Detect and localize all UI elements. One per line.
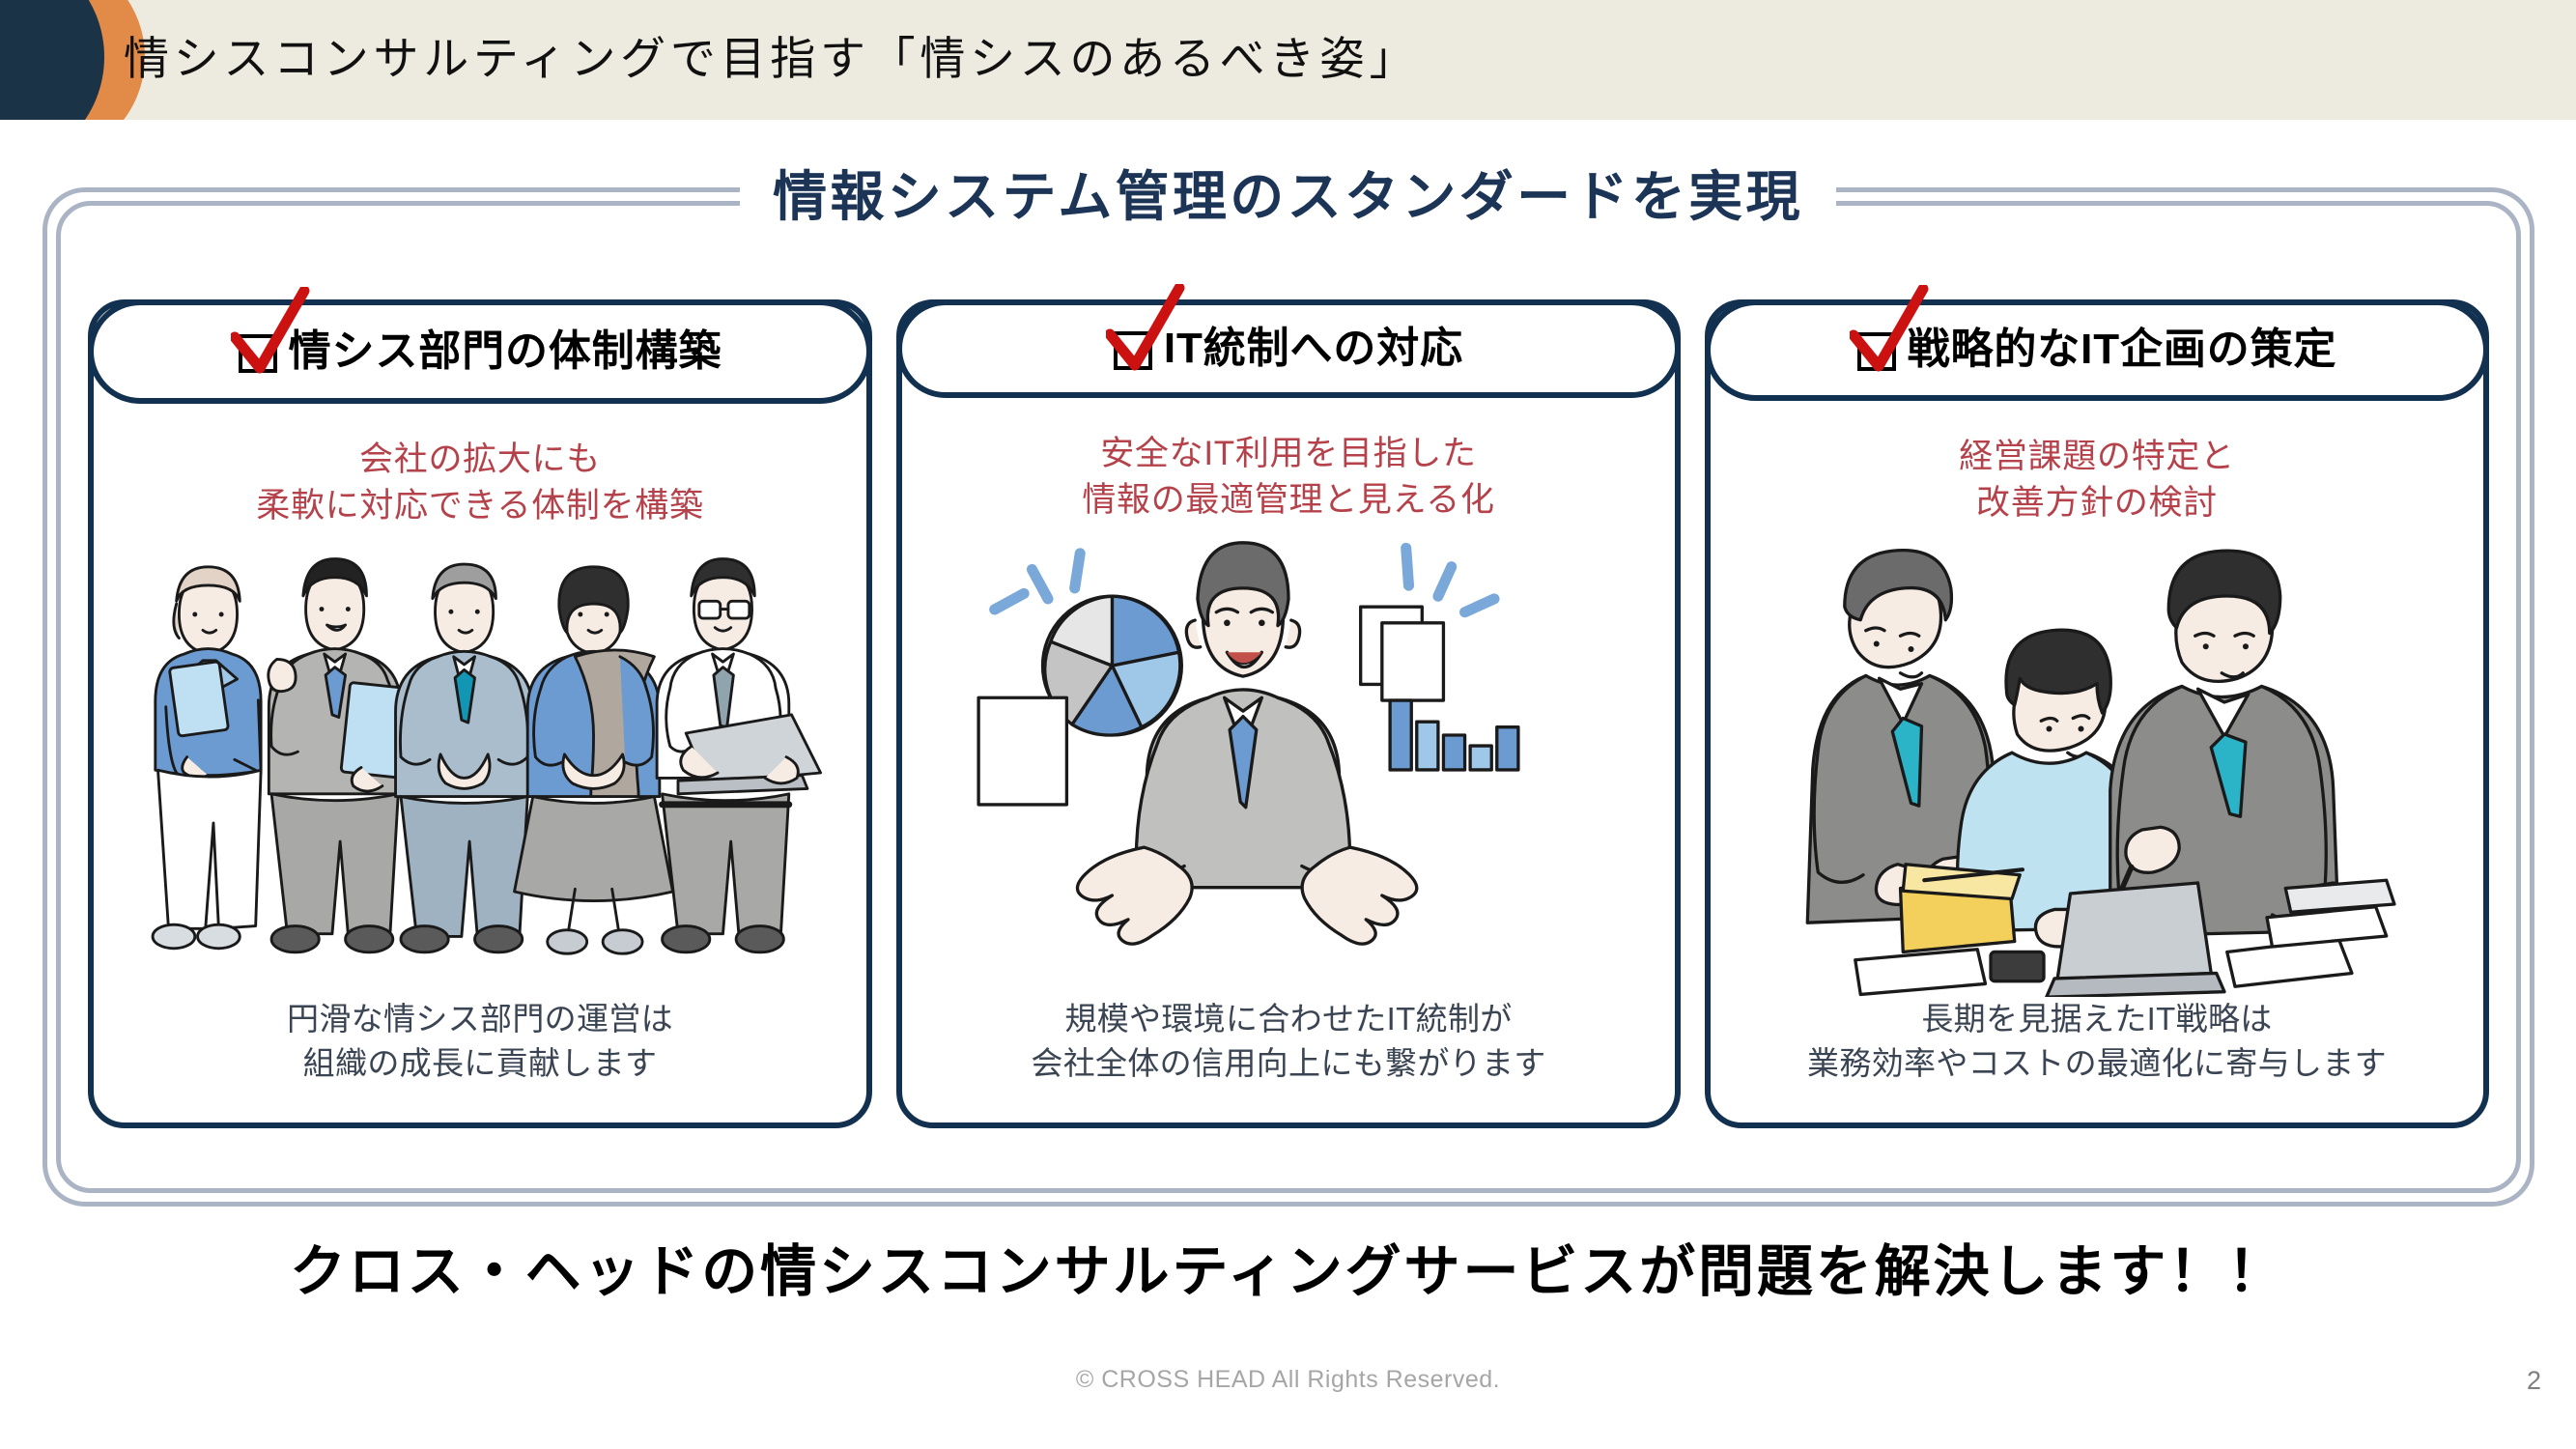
card-note-line: 業務効率やコストの最適化に寄与します: [1807, 1045, 2387, 1081]
page-title: 情報システム管理のスタンダードを実現: [740, 162, 1836, 232]
checkbox-unchecked-icon: [1113, 330, 1152, 370]
card-highlight-line: 柔軟に対応できる体制を構築: [256, 486, 704, 525]
card-title: 戦略的なIT企画の策定: [1907, 326, 2337, 374]
main-title-container: 情報システム管理のスタンダードを実現: [0, 162, 2576, 232]
card-title: IT統制への対応: [1163, 324, 1464, 372]
card-highlight-line: 経営課題の特定と: [1959, 437, 2235, 475]
card-note-line: 会社全体の信用向上にも繋がります: [1031, 1045, 1546, 1081]
card-highlight-text: 会社の拡大にも 柔軟に対応できる体制を構築: [94, 437, 866, 529]
card-note-line: 円滑な情シス部門の運営は: [287, 1001, 673, 1037]
checkbox-unchecked-icon: [1856, 332, 1896, 372]
card-header: IT統制への対応: [896, 283, 1681, 398]
card-note: 規模や環境に合わせたIT統制が 会社全体の信用向上にも繋がります: [902, 997, 1675, 1122]
page-number: 2: [2526, 1366, 2541, 1395]
footer-copyright: © CROSS HEAD All Rights Reserved.: [1075, 1366, 1501, 1393]
card-highlight-line: 会社の拡大にも: [359, 440, 601, 478]
card-organization-building[interactable]: 情シス部門の体制構築 会社の拡大にも 柔軟に対応できる体制を構築: [88, 286, 872, 1128]
header-title: 情シスコンサルティングで目指す「情シスのあるべき姿」: [124, 33, 1420, 84]
card-header: 情シス部門の体制構築: [88, 286, 872, 404]
card-highlight-text: 経営課題の特定と 改善方針の検討: [1711, 434, 2483, 526]
card-note-line: 組織の成長に貢献します: [302, 1045, 658, 1081]
card-title: 情シス部門の体制構築: [288, 327, 722, 375]
header-band: [0, 0, 2576, 120]
header-navy-circle-decor: [0, 0, 104, 120]
card-highlight-line: 安全なIT利用を目指した: [1100, 434, 1477, 472]
card-highlight-text: 安全なIT利用を目指した 情報の最適管理と見える化: [902, 431, 1675, 524]
card-note: 円滑な情シス部門の運営は 組織の成長に貢献します: [94, 997, 866, 1122]
card-strategic-it-planning[interactable]: 戦略的なIT企画の策定 経営課題の特定と 改善方針の検討: [1705, 285, 2489, 1128]
three-people-meeting-at-desk-illustration: [1711, 526, 2483, 997]
businessman-with-charts-and-documents-illustration: [902, 524, 1675, 997]
card-note-line: 規模や環境に合わせたIT統制が: [1064, 1001, 1513, 1037]
card-note-line: 長期を見据えたIT戦略は: [1921, 1001, 2273, 1037]
card-note: 長期を見据えたIT戦略は 業務効率やコストの最適化に寄与します: [1711, 997, 2483, 1122]
bottom-banner-text: クロス・ヘッドの情シスコンサルティングサービスが問題を解決します！！: [289, 1240, 2287, 1303]
card-highlight-line: 情報の最適管理と見える化: [1082, 480, 1495, 519]
card-highlight-line: 改善方針の検討: [1976, 483, 2218, 522]
checkbox-unchecked-icon: [238, 333, 277, 373]
five-business-people-standing-illustration: [94, 529, 866, 997]
card-row: 情シス部門の体制構築 会社の拡大にも 柔軟に対応できる体制を構築: [42, 283, 2534, 1179]
card-it-governance[interactable]: IT統制への対応 安全なIT利用を目指した 情報の最適管理と見える化: [896, 283, 1681, 1128]
card-header: 戦略的なIT企画の策定: [1705, 285, 2489, 401]
